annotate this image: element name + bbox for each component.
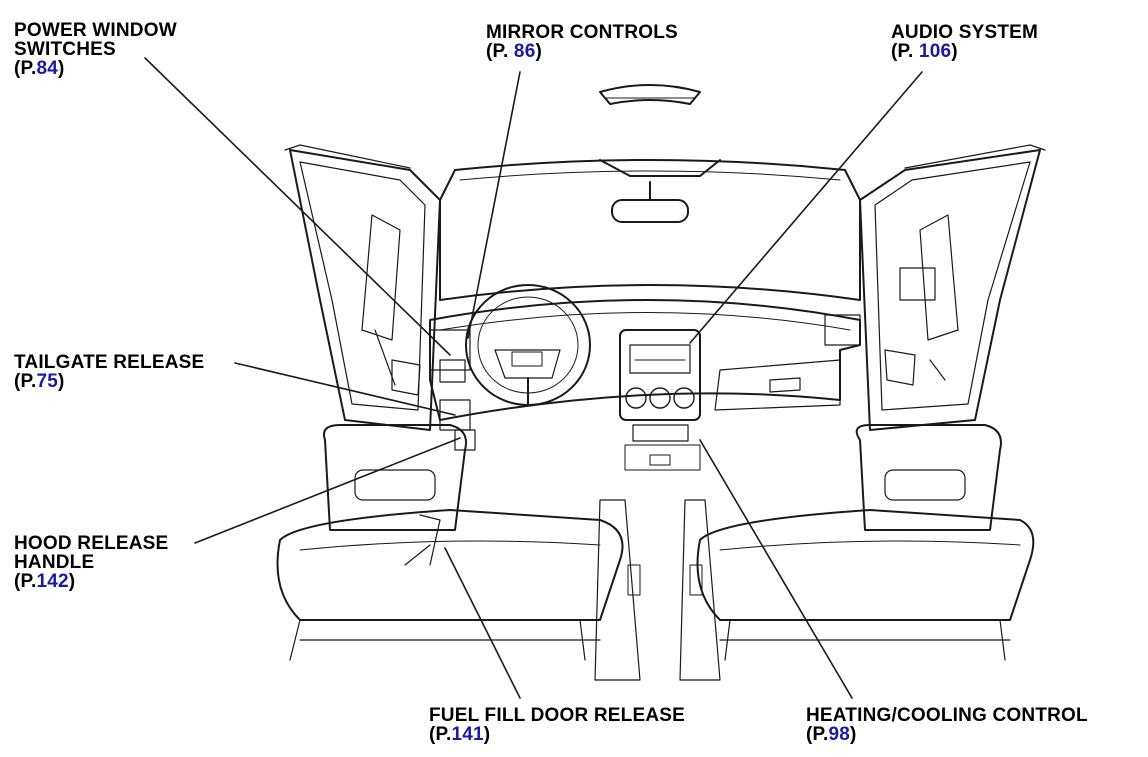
callout-mirror-controls: MIRROR CONTROLS (P. 86) <box>486 23 678 61</box>
right-door <box>859 144 1046 431</box>
leader-mirror <box>467 71 521 339</box>
dome-light <box>599 84 701 105</box>
page-link-142[interactable]: 142 <box>36 571 69 592</box>
page-link-84[interactable]: 84 <box>36 58 58 79</box>
leader-hood <box>194 437 461 544</box>
callout-heating-cooling-page-ref: (P.98) <box>806 724 857 745</box>
callout-tailgate-release-line-1: TAILGATE RELEASE <box>14 352 205 373</box>
callout-hood-release: HOOD RELEASE HANDLE (P.142) <box>14 534 168 591</box>
rearview-mirror <box>611 181 689 223</box>
callout-hood-release-line-2: HANDLE <box>14 552 95 573</box>
leader-power-window <box>144 57 451 356</box>
page-link-75[interactable]: 75 <box>36 371 58 392</box>
page-link-98[interactable]: 98 <box>828 724 850 745</box>
callout-audio-system-line-1: AUDIO SYSTEM <box>891 22 1039 43</box>
callout-tailgate-release-page-ref: (P.75) <box>14 371 65 392</box>
page-link-141[interactable]: 141 <box>451 724 484 745</box>
callout-fuel-fill-door: FUEL FILL DOOR RELEASE (P.141) <box>429 706 685 744</box>
windshield <box>439 159 861 301</box>
callout-heating-cooling-line-1: HEATING/COOLING CONTROL <box>806 705 1088 726</box>
leader-fuel <box>444 547 521 699</box>
callout-fuel-fill-door-page-ref: (P.141) <box>429 724 491 745</box>
callout-heating-cooling: HEATING/COOLING CONTROL (P.98) <box>806 706 1088 744</box>
right-seat <box>696 424 1035 661</box>
leader-audio <box>689 71 923 344</box>
callout-power-window: POWER WINDOW SWITCHES (P.84) <box>14 21 177 78</box>
callout-fuel-fill-door-line-1: FUEL FILL DOOR RELEASE <box>429 705 685 726</box>
leader-heating <box>699 439 853 699</box>
callout-mirror-controls-line-1: MIRROR CONTROLS <box>486 22 678 43</box>
leader-lines <box>144 57 923 699</box>
callout-hood-release-line-1: HOOD RELEASE <box>14 533 169 554</box>
callout-hood-release-page-ref: (P.142) <box>14 571 76 592</box>
callout-audio-system: AUDIO SYSTEM (P. 106) <box>891 23 1038 61</box>
steering-wheel <box>465 284 591 406</box>
page-link-106[interactable]: 106 <box>918 41 952 62</box>
callout-audio-system-page-ref: (P. 106) <box>891 41 958 62</box>
left-seat <box>276 424 624 661</box>
callout-power-window-page-ref: (P.84) <box>14 58 65 79</box>
callout-power-window-line-2: SWITCHES <box>14 39 116 60</box>
left-switch-panel <box>429 329 476 451</box>
left-door <box>284 144 441 431</box>
callout-power-window-line-1: POWER WINDOW <box>14 20 177 41</box>
dashboard <box>429 299 861 421</box>
page-link-86[interactable]: 86 <box>513 41 536 62</box>
callout-mirror-controls-page-ref: (P. 86) <box>486 41 542 62</box>
center-floor <box>594 499 721 681</box>
callout-tailgate-release: TAILGATE RELEASE (P.75) <box>14 353 204 391</box>
leader-tailgate <box>234 362 456 416</box>
center-console <box>619 329 701 471</box>
